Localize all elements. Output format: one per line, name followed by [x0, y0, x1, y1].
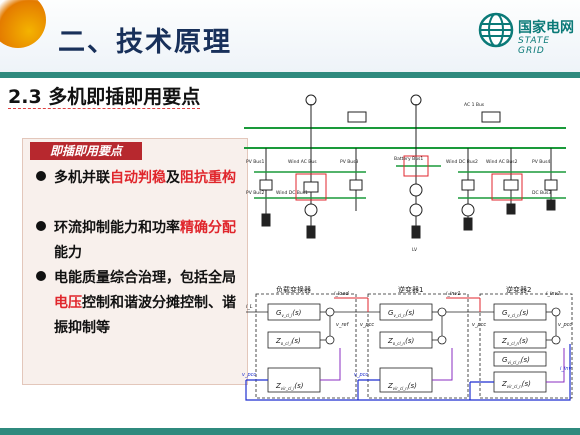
equipment-symbols: [259, 179, 558, 239]
block-label: Zvir_cl_n(s): [387, 382, 417, 391]
block-label: Gv_cl_l(s): [276, 309, 302, 318]
highlight-box: [403, 155, 429, 177]
module-frame-load: [255, 293, 357, 399]
summing-junction-icon: [437, 307, 447, 317]
card-heading: 即插即用要点: [30, 142, 142, 160]
signal-label: i_load: [334, 291, 349, 297]
virtual-impedance-loop: [320, 348, 565, 383]
current-path: [334, 297, 481, 312]
feedback-path: [245, 344, 571, 401]
bus-label: Wind AC Bus2: [486, 159, 518, 165]
bus-label: PV Bus4: [532, 159, 551, 165]
brand-name-cn: 国家电网: [518, 20, 574, 36]
bus-label: PV Bus3: [340, 159, 359, 165]
bus-label: PV Bus1: [246, 159, 265, 165]
grid-source-icon: [305, 94, 317, 106]
bus-label: Wind DC Bus2: [446, 159, 478, 165]
module-frame-inverter2: [479, 293, 573, 399]
control-block-diagram: 负载变换器 逆变器1 逆变器2 Gv_cl_l(s) Zo_cl_l(s) Zv…: [242, 285, 573, 401]
signal-label: v_pcc: [360, 322, 374, 328]
transformer-icon: [347, 111, 367, 123]
feedback-label: v_pcc: [242, 372, 256, 378]
bullet-dot-icon: [36, 221, 46, 231]
grid-source-icon: [410, 94, 422, 106]
block-label: Gv_cl_n(s): [502, 309, 529, 318]
bullet-item: 多机并联自动判稳及阻抗重构: [36, 166, 241, 191]
signal-paths: [246, 311, 557, 341]
transformer-icon: [481, 111, 501, 123]
block-label: Gv_cl_n(s): [388, 309, 415, 318]
signal-label: v_pcc: [472, 322, 486, 328]
section-underline: [8, 108, 200, 109]
summing-junction-icon: [437, 335, 447, 345]
highlight-box: [295, 173, 327, 201]
block-label: Zvir_cl_l(s): [275, 382, 304, 391]
bullet-text: 电能质量综合治理，包括全局电压控制和谐波分摊控制、谐振抑制等: [54, 270, 236, 336]
bullet-dot-icon: [36, 271, 46, 281]
header-divider: [0, 72, 580, 78]
summing-junction-icon: [325, 335, 335, 345]
block-label: Gvi_cl_n(s): [502, 356, 530, 365]
brand-name-en: STATE GRID: [518, 36, 551, 56]
bullet-item: 环流抑制能力和功率精确分配能力: [36, 216, 241, 266]
signal-label: i_inv2: [546, 291, 561, 297]
highlight-box: [491, 173, 523, 201]
bus-label: LV: [412, 247, 418, 253]
bus-label: AC 1 Bus: [464, 102, 485, 108]
summing-junction-icon: [551, 307, 561, 317]
summing-junction-icon: [551, 335, 561, 345]
feedback-label: i_inv: [560, 366, 572, 372]
summing-junction-icon: [325, 307, 335, 317]
signal-label: i_inv1: [446, 291, 461, 297]
bullet-dot-icon: [36, 171, 46, 181]
bullet-item: 电能质量综合治理，包括全局电压控制和谐波分摊控制、谐振抑制等: [36, 266, 241, 341]
block-label: Zvir_cl_n(s): [501, 380, 531, 389]
bullet-text: 多机并联自动判稳及阻抗重构: [54, 170, 236, 186]
transfer-block: [493, 351, 547, 367]
block-label: Zo_cl_n(s): [501, 337, 528, 346]
feedback-label: v_pcc: [354, 372, 368, 378]
signal-label: i_L: [246, 304, 253, 310]
virtual-impedance-block: [379, 367, 433, 393]
module-title: 逆变器2: [506, 285, 531, 294]
state-grid-globe-icon: [478, 12, 514, 48]
signal-label: v_ref: [336, 322, 350, 328]
page-title: 二、技术原理: [58, 27, 232, 58]
section-title: 2.3 多机即插即用要点: [8, 86, 201, 108]
microgrid-one-line-diagram: PV Bus1 Wind AC Bus Battery Bus1 PV Bus3…: [244, 94, 566, 253]
bullet-text: 环流抑制能力和功率精确分配能力: [54, 220, 236, 261]
bus-label: Wind AC Bus: [288, 159, 317, 165]
footer-bar: [0, 428, 580, 435]
key-points-card: [22, 138, 248, 385]
module-frame-inverter1: [367, 293, 469, 399]
bus-label: Battery Bus1: [394, 156, 423, 162]
module-title: 负载变换器: [276, 285, 311, 294]
module-title: 逆变器1: [398, 285, 423, 294]
block-label: Zo_cl_n(s): [387, 337, 414, 346]
virtual-impedance-block: [267, 367, 321, 393]
signal-label: v_pcc: [558, 322, 572, 328]
bus-label: Wind DC Bus1: [276, 190, 308, 196]
block-label: Zo_cl_l(s): [275, 337, 301, 346]
bus-label: PV Bus2: [246, 190, 265, 196]
bus-label: DC Bus3: [532, 190, 551, 196]
